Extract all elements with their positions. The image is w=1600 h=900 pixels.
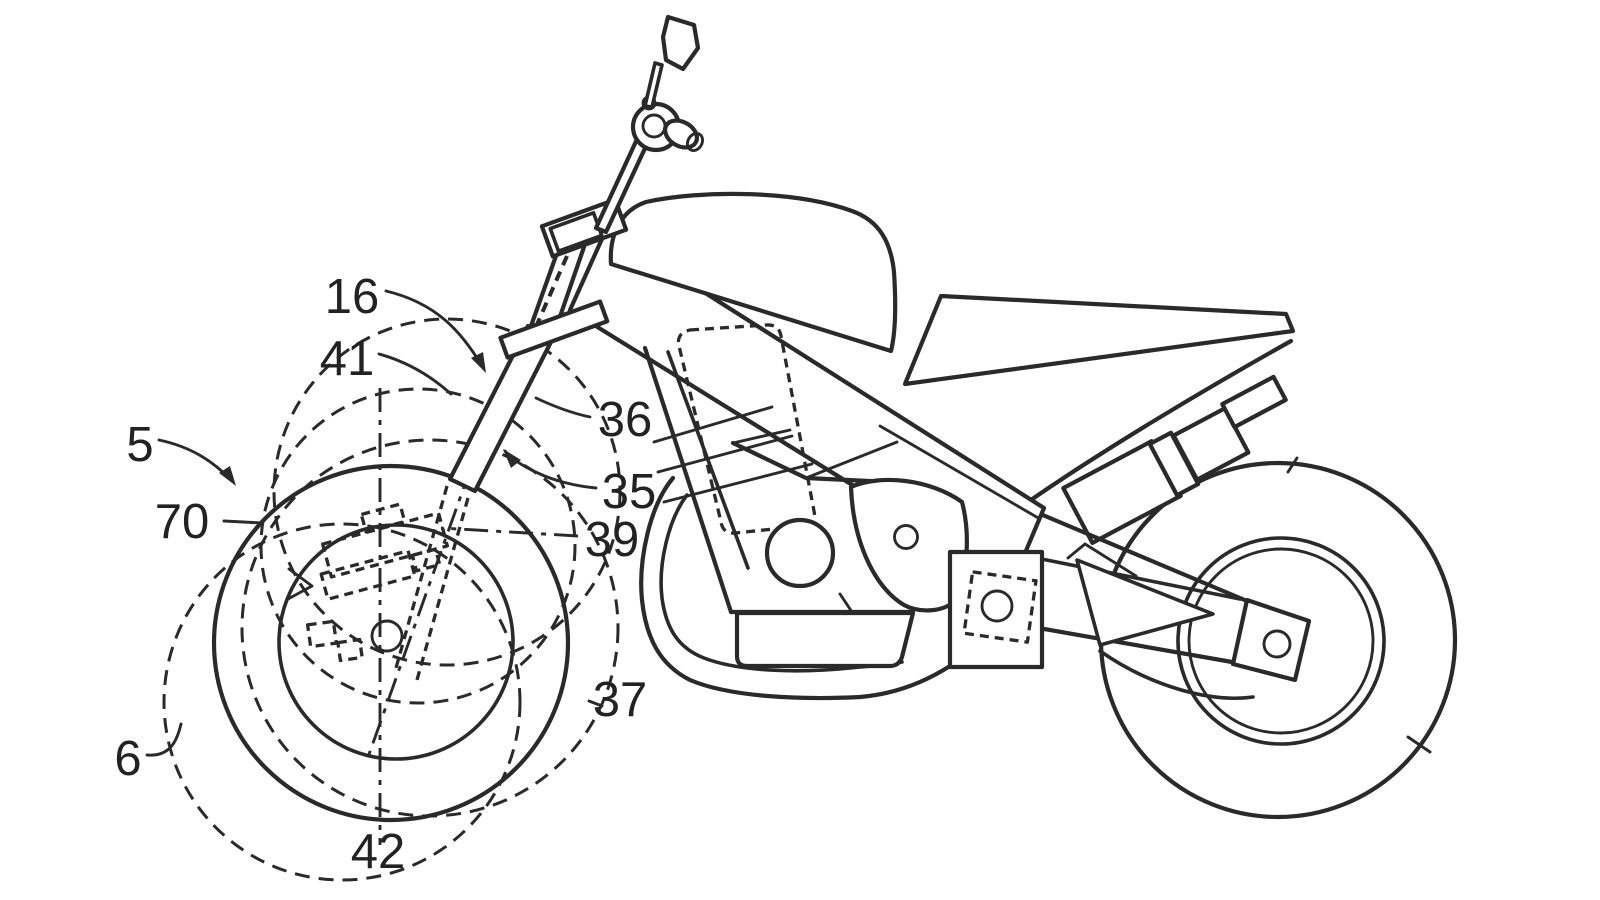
- ref-label-16: 16: [325, 270, 380, 324]
- oil-pan: [734, 610, 916, 669]
- ref-label-36: 36: [598, 393, 653, 447]
- steering-head: [593, 14, 704, 235]
- seat: [608, 191, 898, 354]
- crankcase-circle: [764, 517, 836, 589]
- ref-label-35: 35: [602, 465, 657, 519]
- mirror-head: [660, 14, 701, 72]
- hidden-duct: [676, 323, 817, 535]
- rear-axle-hole: [1262, 629, 1292, 659]
- belly-loop-outer: [639, 475, 953, 701]
- leader-arrow-35: [503, 449, 521, 468]
- axle-plate: [1230, 597, 1312, 683]
- ref-label-5: 5: [126, 418, 153, 472]
- tail-cowl: [902, 293, 1296, 505]
- front-tire: [211, 463, 571, 823]
- leader-arrow-16: [471, 352, 486, 373]
- reference-numerals: 16 41 5 70 6 42 36 35 39 37: [114, 270, 656, 879]
- front-fork: [447, 197, 629, 494]
- engine: [639, 428, 969, 701]
- tail-body: [902, 293, 1296, 387]
- rear-shock: [1061, 374, 1288, 545]
- steer-direction-arrow: [286, 567, 314, 601]
- mirror-stalk: [643, 61, 664, 109]
- ghost-circle-raised: [259, 387, 577, 705]
- fork-slider: [447, 323, 556, 494]
- ref-label-41: 41: [320, 332, 375, 386]
- ghost-circle-lowered: [162, 522, 522, 882]
- ref-label-6: 6: [114, 732, 141, 786]
- front-wheel-ghost-positions: [162, 317, 622, 882]
- ghost-circle-compressed: [272, 317, 622, 667]
- ref-label-42: 42: [351, 825, 406, 879]
- leader-lines: [145, 289, 604, 757]
- front-hub: [370, 619, 404, 653]
- front-wheel: [211, 463, 571, 823]
- chain-line: [1098, 649, 1255, 700]
- lower-triple-clamp: [498, 299, 610, 360]
- ref-label-39: 39: [585, 513, 640, 567]
- ref-label-70: 70: [155, 495, 210, 549]
- swingarm: [1007, 505, 1312, 700]
- front-rim: [277, 523, 515, 761]
- pivot-hole: [980, 589, 1014, 623]
- rear-rim: [1176, 536, 1386, 746]
- ref-label-37: 37: [593, 673, 648, 727]
- leader-arrow-5: [219, 466, 236, 486]
- under-tail-rail: [1025, 338, 1294, 505]
- pivot-plate: [947, 549, 1045, 670]
